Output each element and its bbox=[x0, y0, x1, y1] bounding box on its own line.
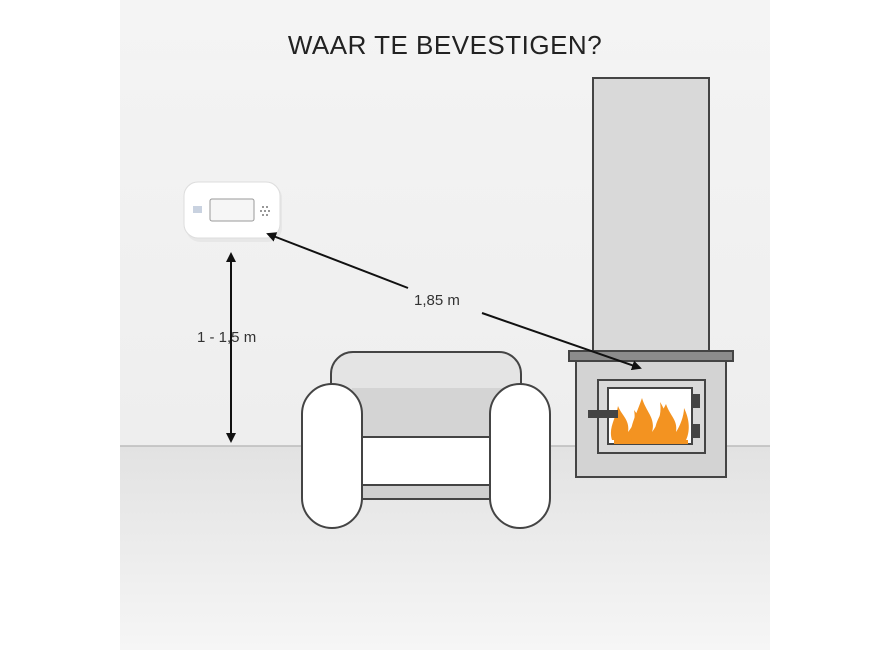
smoke-detector-icon bbox=[183, 181, 282, 242]
chimney bbox=[592, 77, 710, 353]
fireplace-icon bbox=[575, 360, 727, 478]
distance-arrow-upper bbox=[266, 232, 409, 289]
armchair-icon bbox=[301, 351, 551, 529]
distance-arrow-lower bbox=[481, 312, 642, 371]
page-title: WAAR TE BEVESTIGEN? bbox=[287, 30, 603, 60]
stove-handle bbox=[588, 410, 618, 418]
distance-label: 1,85 m bbox=[414, 292, 460, 309]
stove-hinge-bottom bbox=[693, 424, 700, 438]
stove-hinge-top bbox=[693, 394, 700, 408]
height-label: 1 - 1,5 m bbox=[197, 329, 257, 346]
flame-icon bbox=[610, 398, 689, 444]
